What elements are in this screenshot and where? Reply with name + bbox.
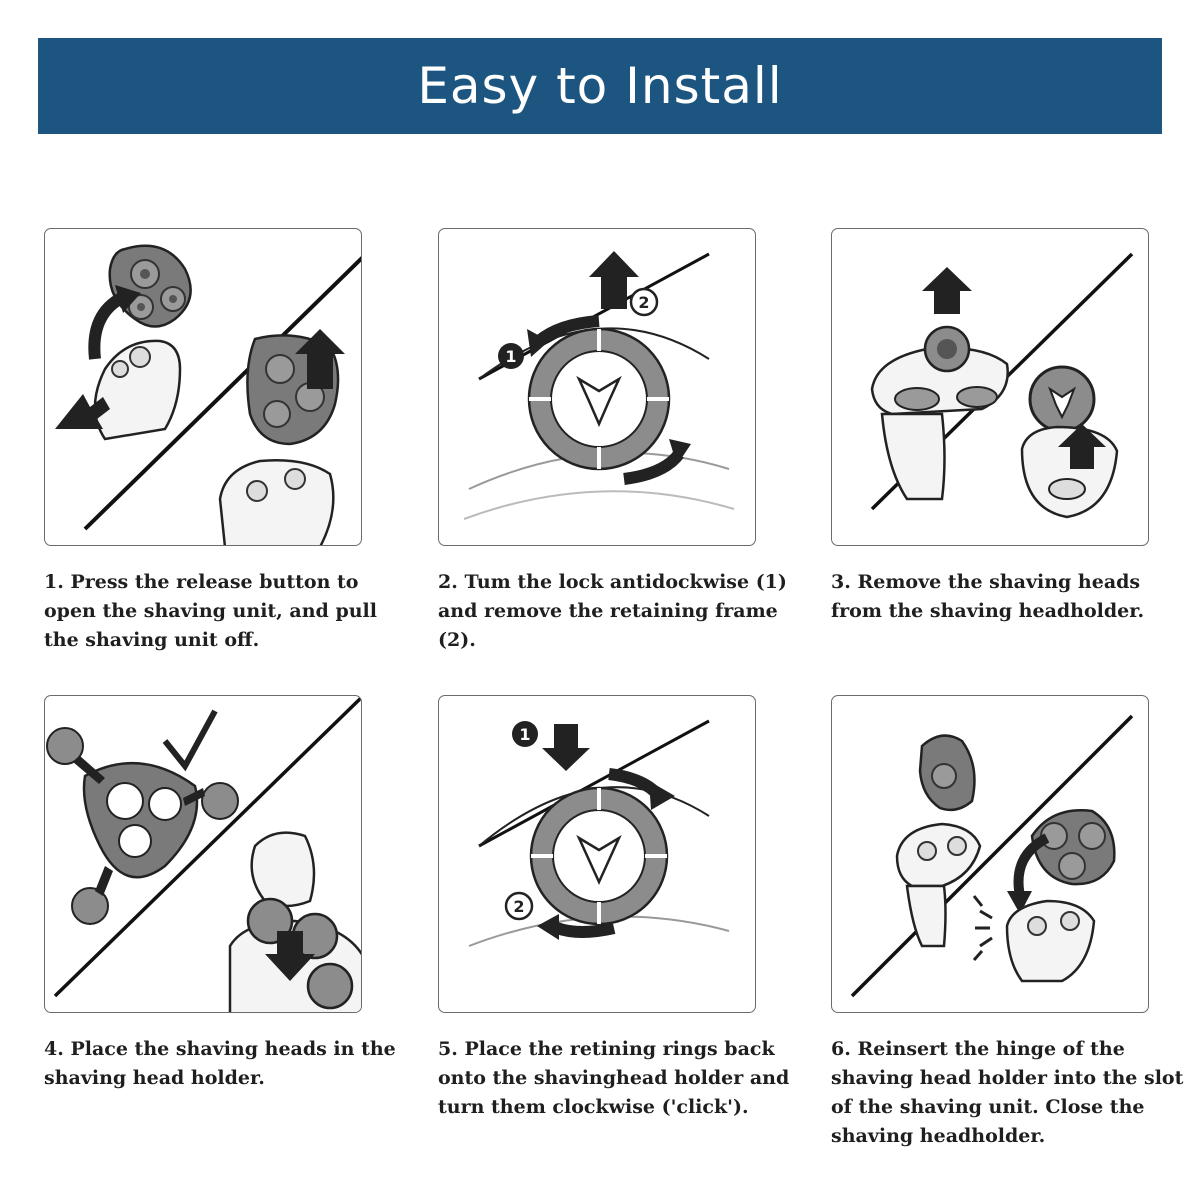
click-burst-icon: [972, 895, 993, 961]
step-2: 1 2 2. Tum the lock antidockwise (1) and…: [438, 228, 787, 655]
retaining-frame-icon: [527, 327, 671, 471]
shaving-head-holder-icon: [1030, 809, 1116, 886]
reinsert-head-illustration: [850, 714, 1134, 998]
step-5: 1 2 5. Place the retining rings back ont…: [438, 695, 789, 1122]
badge-1-text: 1: [505, 347, 516, 366]
step-6-caption: 6. Reinsert the hinge of the shaving hea…: [831, 1038, 1184, 1147]
title-banner: Easy to Install: [38, 38, 1162, 134]
retaining-frame-lock-illustration: 1 2: [468, 719, 730, 947]
shaver-open-head-illustration: [55, 244, 361, 545]
step-badge-2: [504, 891, 534, 921]
step-1: 1. Press the release button to open the …: [44, 228, 377, 655]
step-3: 3. Remove the shaving heads from the sha…: [831, 228, 1151, 626]
step-4: 4. Place the shaving heads in the shavin…: [44, 695, 396, 1093]
badge-2-text: 2: [638, 293, 649, 312]
step-3-illustration-panel: [831, 228, 1149, 546]
step-4-illustration-panel: [44, 695, 362, 1013]
place-heads-illustration: [46, 696, 361, 1012]
step-5-caption: 5. Place the retining rings back onto th…: [438, 1038, 790, 1118]
retaining-frame-unlock-illustration: 1 2: [463, 251, 735, 520]
step-3-caption: 3. Remove the shaving heads from the sha…: [831, 571, 1145, 622]
badge-2-text: 2: [513, 897, 524, 916]
step-2-caption: 2. Tum the lock antidockwise (1) and rem…: [438, 571, 787, 651]
step-1-illustration-panel: [44, 228, 362, 546]
shaving-head-holder-icon: [82, 761, 199, 879]
step-6: 6. Reinsert the hinge of the shaving hea…: [831, 695, 1183, 1151]
step-5-illustration-panel: 1 2: [438, 695, 756, 1013]
step-badge-1: [512, 721, 538, 747]
step-1-caption: 1. Press the release button to open the …: [44, 571, 377, 651]
remove-heads-illustration: [870, 252, 1134, 519]
step-badge-1: [498, 343, 524, 369]
shaving-head-holder-icon: [108, 244, 192, 328]
page-title: Easy to Install: [417, 57, 783, 115]
shaving-head-holder-icon: [918, 734, 976, 812]
shaving-head-icon: [923, 325, 971, 373]
step-6-illustration-panel: [831, 695, 1149, 1013]
shaving-head-icon: [1028, 365, 1096, 433]
badge-1-text: 1: [519, 725, 530, 744]
retaining-frame-icon: [529, 786, 669, 926]
step-badge-2: [629, 287, 659, 317]
step-4-caption: 4. Place the shaving heads in the shavin…: [44, 1038, 396, 1089]
step-2-illustration-panel: 1 2: [438, 228, 756, 546]
